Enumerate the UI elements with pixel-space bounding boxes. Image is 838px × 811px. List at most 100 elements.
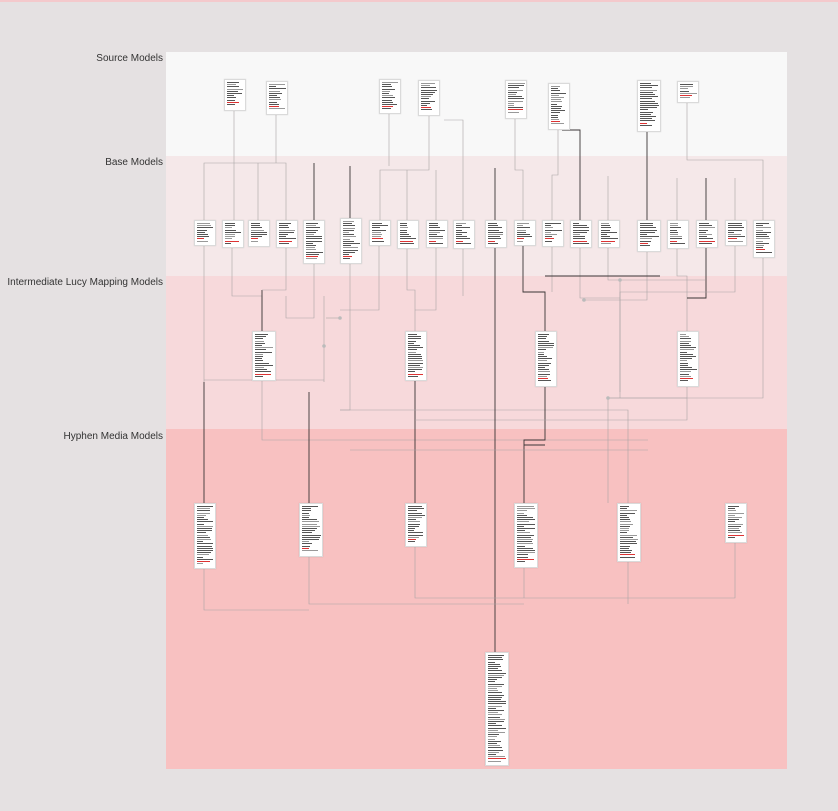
model-card-base[interactable] — [426, 220, 448, 248]
card-text-line — [601, 227, 611, 229]
card-text-line — [255, 336, 266, 338]
card-text-line — [699, 225, 712, 227]
card-text-line — [728, 534, 744, 536]
model-card-base[interactable] — [637, 220, 661, 252]
card-text-line — [408, 362, 423, 364]
model-card-base[interactable] — [542, 220, 564, 247]
model-card-hyphen[interactable] — [299, 503, 323, 557]
model-card-hyphen[interactable] — [725, 503, 747, 543]
card-text-line — [197, 514, 206, 516]
model-card-base[interactable] — [303, 220, 325, 264]
card-text-line — [197, 508, 210, 510]
card-text-line — [640, 91, 653, 93]
card-text-line — [680, 371, 691, 373]
card-text-line — [279, 229, 295, 231]
card-text-line — [279, 238, 296, 240]
card-text-line — [573, 225, 587, 227]
card-text-line — [269, 108, 285, 110]
card-text-line — [538, 373, 550, 375]
card-text-line — [538, 380, 551, 382]
model-card-source[interactable] — [418, 80, 440, 116]
card-text-line — [551, 92, 566, 94]
model-card-base[interactable] — [514, 220, 536, 246]
card-text-line — [538, 345, 554, 346]
model-card-hyphen[interactable] — [485, 652, 509, 766]
model-card-base[interactable] — [453, 220, 475, 249]
model-card-base[interactable] — [485, 220, 507, 248]
card-text-line — [343, 245, 351, 247]
card-text-line — [197, 510, 210, 512]
model-card-base[interactable] — [397, 220, 419, 249]
card-text-line — [488, 736, 497, 738]
card-text-line — [728, 227, 744, 229]
card-text-line — [488, 659, 503, 661]
card-text-line — [545, 238, 554, 240]
card-text-line — [225, 236, 235, 238]
model-card-base[interactable] — [340, 218, 362, 264]
model-card-source[interactable] — [266, 81, 288, 115]
card-text-line — [251, 234, 267, 235]
card-text-line — [640, 229, 657, 231]
card-text-line — [620, 506, 629, 507]
card-text-line — [343, 225, 355, 227]
card-text-line — [728, 510, 736, 512]
card-text-line — [517, 525, 524, 527]
model-card-base[interactable] — [194, 220, 216, 246]
model-card-source[interactable] — [637, 80, 661, 132]
card-text-line — [670, 242, 685, 244]
model-card-intermediate[interactable] — [405, 331, 427, 381]
card-text-line — [421, 107, 431, 109]
model-card-source[interactable] — [505, 80, 527, 119]
model-card-source[interactable] — [548, 83, 570, 130]
layer-label-source: Source Models — [96, 53, 163, 64]
model-card-base[interactable] — [222, 220, 244, 248]
model-card-base[interactable] — [753, 220, 775, 258]
card-text-line — [382, 93, 389, 94]
card-text-line — [551, 105, 562, 107]
model-card-base[interactable] — [598, 220, 620, 248]
card-text-line — [508, 91, 517, 93]
card-text-line — [620, 521, 631, 523]
card-text-line — [408, 510, 417, 512]
card-text-line — [269, 88, 286, 90]
card-text-line — [421, 94, 433, 95]
card-text-line — [551, 90, 560, 92]
model-card-hyphen[interactable] — [194, 503, 216, 569]
model-card-source[interactable] — [224, 79, 246, 111]
card-text-line — [573, 234, 580, 235]
model-card-base[interactable] — [696, 220, 718, 248]
card-text-line — [488, 242, 498, 244]
card-text-line — [508, 100, 523, 102]
card-text-line — [343, 254, 349, 255]
model-card-hyphen[interactable] — [514, 503, 538, 568]
card-text-line — [508, 96, 522, 98]
card-text-line — [620, 547, 629, 549]
model-card-base[interactable] — [667, 220, 689, 249]
card-text-line — [488, 721, 504, 722]
model-card-hyphen[interactable] — [617, 503, 641, 562]
card-text-line — [421, 87, 436, 89]
model-card-intermediate[interactable] — [252, 331, 276, 381]
model-card-base[interactable] — [369, 220, 391, 246]
card-text-line — [756, 247, 763, 249]
model-card-hyphen[interactable] — [405, 503, 427, 547]
model-card-intermediate[interactable] — [677, 331, 699, 387]
model-card-base[interactable] — [248, 220, 270, 247]
card-text-line — [382, 97, 395, 99]
card-text-line — [573, 231, 587, 233]
model-card-source[interactable] — [677, 81, 699, 103]
card-text-line — [551, 114, 558, 116]
model-card-base[interactable] — [570, 220, 592, 248]
card-text-line — [517, 556, 528, 558]
model-card-base[interactable] — [725, 220, 747, 246]
card-text-line — [538, 347, 553, 349]
card-text-line — [620, 550, 632, 551]
card-text-line — [255, 334, 268, 335]
card-text-line — [269, 99, 281, 101]
card-text-line — [488, 683, 504, 685]
card-text-line — [269, 101, 277, 103]
model-card-base[interactable] — [276, 220, 298, 248]
model-card-source[interactable] — [379, 79, 401, 114]
model-card-intermediate[interactable] — [535, 331, 557, 387]
